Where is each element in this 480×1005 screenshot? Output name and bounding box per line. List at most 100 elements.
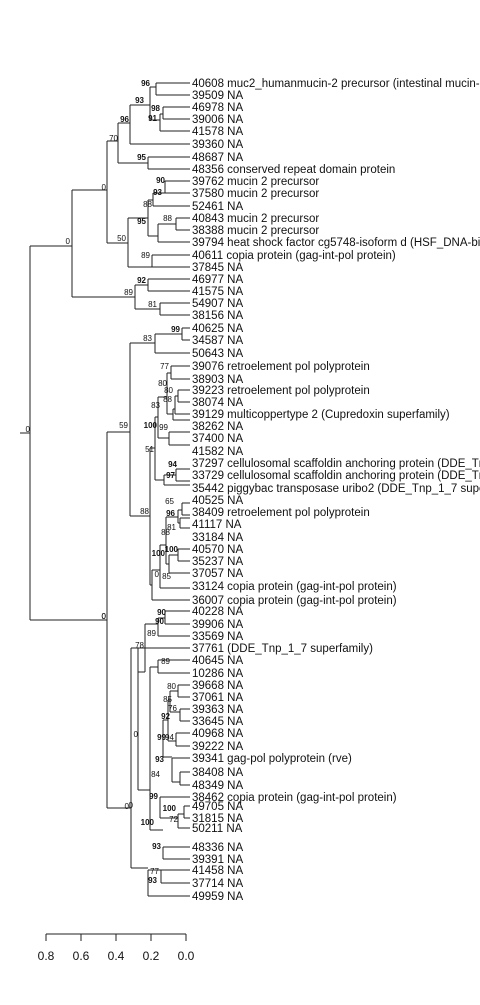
leaf-label: 33569 NA <box>192 631 243 643</box>
bootstrap-value: 98 <box>151 104 160 113</box>
bootstrap-value: 0 <box>134 730 139 739</box>
bootstrap-value: 81 <box>148 300 157 309</box>
bootstrap-value: 97 <box>166 471 175 480</box>
leaf-label: 39222 NA <box>192 741 243 753</box>
bootstrap-value: 89 <box>147 629 156 638</box>
leaf-label: 37761 (DDE_Tnp_1_7 superfamily) <box>192 643 373 655</box>
bootstrap-value: 85 <box>163 695 172 704</box>
leaf-label: 41582 NA <box>192 446 243 458</box>
leaf-label: 40625 NA <box>192 323 243 335</box>
leaf-label: 31815 NA <box>192 813 243 825</box>
bootstrap-value: 83 <box>143 334 152 343</box>
scale-tick-label: 0.6 <box>73 949 90 963</box>
leaf-label: 37845 NA <box>192 262 243 274</box>
leaf-label: 39391 NA <box>192 854 243 866</box>
bootstrap-value: 96 <box>166 509 175 518</box>
leaf-label: 52461 NA <box>192 201 243 213</box>
leaf-label: 41575 NA <box>192 286 243 298</box>
bootstrap-value: 0 <box>129 801 134 810</box>
bootstrap-value: 89 <box>124 288 133 297</box>
leaf-label: 33184 NA <box>192 532 243 544</box>
leaf-label: 36007 copia protein (gag-int-pol protein… <box>192 595 397 607</box>
bootstrap-value: 89 <box>141 251 150 260</box>
bootstrap-value: 91 <box>148 114 157 123</box>
leaf-label: 49705 NA <box>192 801 243 813</box>
leaf-label: 34587 NA <box>192 335 243 347</box>
leaf-label: 39006 NA <box>192 114 243 126</box>
scale-tick-label: 0.0 <box>178 949 195 963</box>
leaf-label: 39668 NA <box>192 680 243 692</box>
bootstrap-value: 94 <box>168 460 177 469</box>
leaf-label: 39363 NA <box>192 704 243 716</box>
bootstrap-value: 100 <box>163 804 177 813</box>
leaf-label: 40611 copia protein (gag-int-pol protein… <box>192 250 396 262</box>
bootstrap-value: 95 <box>137 153 146 162</box>
leaf-label: 48349 NA <box>192 780 243 792</box>
bootstrap-value: 0 <box>102 612 107 621</box>
leaf-label: 37061 NA <box>192 692 243 704</box>
leaf-labels: 40608 muc2_humanmucin-2 precursor (intes… <box>192 78 480 903</box>
leaf-label: 49959 NA <box>192 891 243 903</box>
leaf-label: 41458 NA <box>192 865 243 877</box>
bootstrap-value: 0 <box>102 183 107 192</box>
bootstrap-value: 92 <box>137 276 146 285</box>
leaf-label: 39341 gag-pol polyprotein (rve) <box>192 753 352 765</box>
leaf-label: 39794 heat shock factor cg5748-isoform d… <box>192 237 480 249</box>
bootstrap-value: 80 <box>164 386 173 395</box>
leaf-label: 39129 multicoppertype 2 (Cupredoxin supe… <box>192 409 450 421</box>
leaf-label: 33645 NA <box>192 716 243 728</box>
bootstrap-value: 99 <box>149 792 158 801</box>
bootstrap-value: 88 <box>143 200 152 209</box>
leaf-label: 37057 NA <box>192 568 243 580</box>
leaf-label: 50211 NA <box>192 823 243 835</box>
bootstrap-value: 93 <box>152 842 161 851</box>
bootstrap-value: 93 <box>153 188 162 197</box>
bootstrap-value: 0 <box>155 570 160 579</box>
leaf-label: 38408 NA <box>192 767 243 779</box>
leaf-label: 10286 NA <box>192 668 243 680</box>
leaf-label: 38462 copia protein (gag-int-pol protein… <box>192 792 397 804</box>
bootstrap-value: 65 <box>165 497 174 506</box>
bootstrap-value: 100 <box>165 545 179 554</box>
leaf-label: 40608 muc2_humanmucin-2 precursor (intes… <box>192 78 480 90</box>
bootstrap-value: 83 <box>151 401 160 410</box>
scale-tick-label: 0.4 <box>108 949 125 963</box>
tree-branches <box>20 82 190 941</box>
bootstrap-value: 0 <box>102 612 107 621</box>
bootstrap-value: 96 <box>120 115 129 124</box>
leaf-label: 38409 retroelement pol polyprotein <box>192 507 370 519</box>
leaf-label: 38388 mucin 2 precursor <box>192 225 319 237</box>
leaf-label: 41117 NA <box>192 519 242 531</box>
bootstrap-value: 99 <box>159 423 168 432</box>
bootstrap-value: 50 <box>117 234 126 243</box>
bootstrap-value: 0 <box>26 425 31 434</box>
leaf-label: 39509 NA <box>192 90 243 102</box>
bootstrap-value: 77 <box>160 362 169 371</box>
bootstrap-value: 93 <box>155 755 164 764</box>
bootstrap-value: 100 <box>152 549 166 558</box>
leaf-label: 39076 retroelement pol polyprotein <box>192 361 370 373</box>
leaf-label: 40843 mucin 2 precursor <box>192 213 319 225</box>
bootstrap-value: 99 <box>171 325 180 334</box>
bootstrap-value: 51 <box>145 445 154 454</box>
bootstrap-value: 89 <box>161 657 170 666</box>
bootstrap-value: 88 <box>163 395 172 404</box>
bootstrap-value: 72 <box>169 815 178 824</box>
leaf-label: 54907 NA <box>192 298 243 310</box>
leaf-label: 37297 cellulosomal scaffoldin anchoring … <box>192 458 480 470</box>
bootstrap-value: 80 <box>167 682 176 691</box>
leaf-label: 37714 NA <box>192 878 243 890</box>
leaf-label: 46977 NA <box>192 274 243 286</box>
leaf-label: 33729 cellulosomal scaffoldin anchoring … <box>192 470 480 482</box>
leaf-label: 46978 NA <box>192 102 243 114</box>
bootstrap-value: 99 <box>157 733 166 742</box>
leaf-label: 48687 NA <box>192 152 243 164</box>
leaf-label: 40968 NA <box>192 728 243 740</box>
bootstrap-value: 0 <box>125 802 130 811</box>
bootstrap-value: 88 <box>163 214 172 223</box>
bootstrap-value: 93 <box>148 876 157 885</box>
bootstrap-value: 77 <box>150 867 159 876</box>
leaf-label: 39762 mucin 2 precursor <box>192 176 319 188</box>
leaf-label: 38262 NA <box>192 421 243 433</box>
